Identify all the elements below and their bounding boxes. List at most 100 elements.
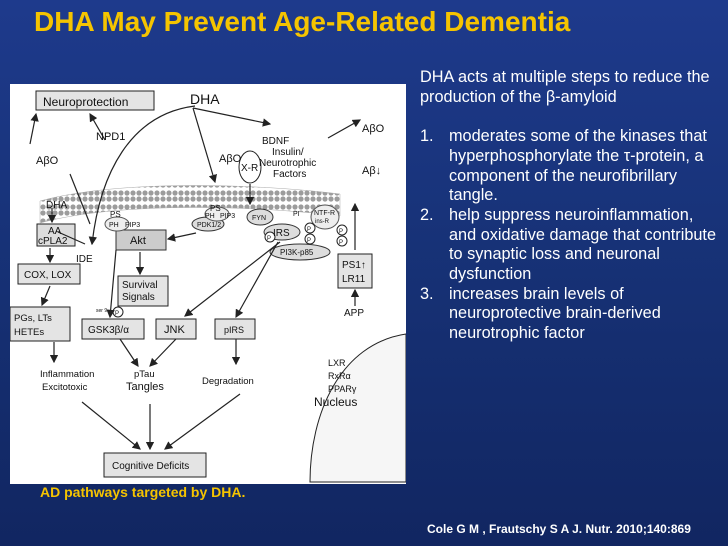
akt-label: Akt <box>130 235 146 247</box>
phosphate-marker <box>336 224 348 236</box>
phosphate-marker <box>304 233 316 245</box>
bdnf-label: BDNF <box>262 136 289 147</box>
app-label: APP <box>344 308 364 319</box>
survival-box <box>117 275 169 307</box>
phosphate-label: P <box>307 227 311 233</box>
phosphate-label: P <box>307 238 311 244</box>
fyn-label: FYN <box>252 215 266 222</box>
pi3k-label: PI3K-p85 <box>280 248 314 257</box>
pip3-mid-label: PIP3 <box>220 213 235 220</box>
ser9-label: ser 9 <box>96 308 107 314</box>
pi-label: PI <box>293 211 300 218</box>
ps-left-label: PS <box>110 210 121 219</box>
ide-label: IDE <box>76 254 93 265</box>
neuroprotection-label: Neuroprotection <box>43 95 128 109</box>
jnk-label: JNK <box>164 324 185 336</box>
survival-label: Survival <box>122 280 158 291</box>
point-text: help suppress neuroinflammation, and oxi… <box>449 205 717 284</box>
cell-membrane <box>39 185 341 224</box>
cox-lox-label: COX, LOX <box>24 270 72 281</box>
hetes-label: HETEs <box>14 327 44 338</box>
cognitive-box <box>103 452 207 478</box>
npd1-label: NPD1 <box>96 131 125 143</box>
points-list: 1. moderates some of the kinases that hy… <box>420 127 720 344</box>
ph-mid-label: PH <box>205 213 215 220</box>
abeta-left-label: AβO <box>36 155 59 167</box>
degradation-label: Degradation <box>202 376 254 387</box>
pathway-arrows <box>29 105 362 451</box>
point-item: 2. help suppress neuroinflammation, and … <box>420 206 720 285</box>
gsk-label: GSK3β/α <box>88 325 129 336</box>
point-number: 2. <box>420 205 434 224</box>
fyn-oval <box>246 208 274 226</box>
ps1-box <box>337 253 373 289</box>
ph-left-label: PH <box>109 222 119 229</box>
abeta-right-label: Aβ↓ <box>362 165 381 177</box>
dha-left-label: DHA <box>46 200 67 211</box>
cpla2-box <box>36 223 76 247</box>
phosphate-marker <box>336 235 348 247</box>
abeta-mid-label: AβO <box>219 153 242 165</box>
ps-oval-mid <box>204 206 230 222</box>
phosphate-label: P <box>339 240 343 246</box>
point-item: 1. moderates some of the kinases that hy… <box>420 127 720 206</box>
intro-text: DHA acts at multiple steps to reduce the… <box>420 68 710 106</box>
pi3k-oval <box>269 243 331 261</box>
insulin-label: Insulin/ <box>272 147 304 158</box>
diagram-caption: AD pathways targeted by DHA. <box>40 484 246 500</box>
point-item: 3. increases brain levels of neuroprotec… <box>420 285 720 344</box>
xr-label: X-R <box>241 163 258 174</box>
phosphate-marker <box>264 231 276 243</box>
irs-label: IRS <box>273 228 290 239</box>
phosphate-label: P <box>267 236 271 242</box>
excitotoxic-label: Excitotoxic <box>42 382 88 393</box>
pgs-box <box>10 306 71 342</box>
slide-title: DHA May Prevent Age-Related Dementia <box>34 6 571 37</box>
cpla2-label: cPLA2 <box>38 236 68 247</box>
phosphate-marker <box>304 222 316 234</box>
pathway-svg: Neuroprotection DHA NPD1 AβO DHA AA cPLA… <box>10 90 406 483</box>
neuroprotection-box <box>35 90 155 111</box>
nucleus-label: Nucleus <box>314 395 357 409</box>
ps-oval-left <box>104 216 130 232</box>
akt-box <box>115 229 167 251</box>
point-text: moderates some of the kinases that hyper… <box>449 127 707 205</box>
tangles-label: Tangles <box>126 381 164 393</box>
pirs-box <box>214 318 256 340</box>
aa-label: AA <box>48 226 62 237</box>
ntfr-oval <box>310 204 340 230</box>
pdk-label: PDK1/2 <box>197 222 221 229</box>
ptau-label: pTau <box>134 369 155 380</box>
ntfr-label: NTF-R <box>314 210 335 217</box>
inflammation-label: Inflammation <box>40 369 94 380</box>
pgs-label: PGs, LTs <box>14 313 52 324</box>
cognitive-label: Cognitive Deficits <box>112 461 189 472</box>
rxr-label: RxRα <box>328 371 351 381</box>
lxr-label: LXR <box>328 358 346 368</box>
insr-label: ins-R <box>315 219 330 225</box>
xr-receptor <box>238 150 262 184</box>
gsk-box <box>81 318 145 340</box>
point-number: 3. <box>420 284 434 303</box>
point-number: 1. <box>420 127 434 146</box>
pirs-label: pIRS <box>224 325 244 335</box>
explanation-panel: DHA acts at multiple steps to reduce the… <box>420 68 720 344</box>
ps1-label: PS1↑ <box>342 260 366 271</box>
ppar-label: PPARγ <box>328 384 357 394</box>
abeta-top-right-label: AβO <box>362 123 385 135</box>
signals-label: Signals <box>122 292 155 303</box>
pathway-lines <box>57 173 91 245</box>
lr11-label: LR11 <box>342 274 366 285</box>
nucleus-outline <box>309 333 406 483</box>
ps-mid-label: PS <box>210 204 221 213</box>
neurotrophic-label: Neurotrophic <box>259 158 316 169</box>
ad-pathway-diagram: Neuroprotection DHA NPD1 AβO DHA AA cPLA… <box>10 84 406 484</box>
pip3-left-label: PIP3 <box>125 222 140 229</box>
phosphate-label: P <box>339 229 343 235</box>
factors-label: Factors <box>273 169 306 180</box>
citation: Cole G M , Frautschy S A J. Nutr. 2010;1… <box>427 522 691 536</box>
point-text: increases brain levels of neuroprotectiv… <box>449 284 661 343</box>
phosphate-label: P <box>115 311 119 317</box>
dha-top-label: DHA <box>190 91 220 107</box>
cox-lox-box <box>17 263 81 285</box>
